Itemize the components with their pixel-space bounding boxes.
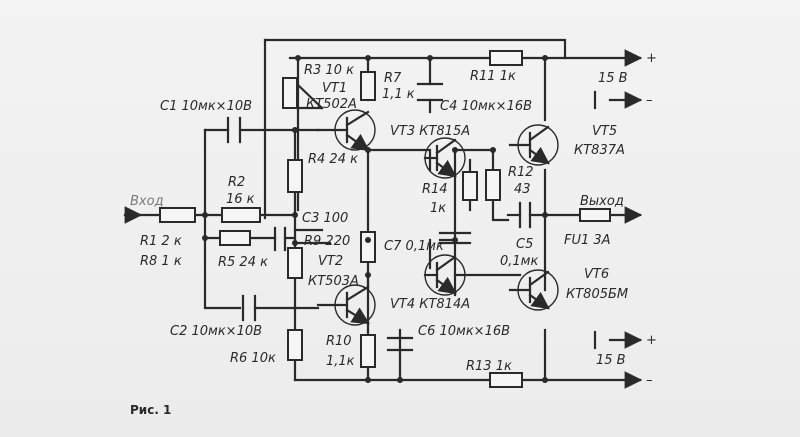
label-r2-val: 16 к: [226, 192, 255, 207]
transistor-vt2: [316, 284, 376, 326]
label-plus-bottom: +: [646, 333, 657, 348]
label-voltage-top: 15 В: [598, 71, 628, 86]
label-r12-val: 43: [514, 182, 531, 197]
label-vt6-name: VT6: [584, 267, 609, 282]
label-output: Выход: [580, 194, 624, 209]
resistor-c7-body: [360, 231, 376, 263]
capacitor-c5: [518, 201, 532, 229]
resistor-r12: [485, 169, 501, 201]
label-r4: R4 24 к: [308, 152, 358, 167]
transistor-vt6: [508, 269, 559, 311]
resistor-r8: [219, 230, 251, 246]
label-r5: R5 24 к: [218, 255, 268, 270]
label-vt5-name: VT5: [592, 124, 617, 139]
terminals: [123, 49, 643, 389]
label-r6: R6 10к: [230, 351, 276, 366]
figure-caption: Рис. 1: [130, 403, 171, 417]
capacitors: [226, 82, 532, 352]
capacitor-c6: [386, 336, 414, 352]
label-voltage-bottom: 15 В: [596, 353, 626, 368]
resistor-r6: [287, 329, 303, 361]
transistor-vt3: [423, 137, 466, 179]
label-c4: C4 10мк×16В: [440, 99, 532, 114]
label-vt5-type: КТ837А: [574, 143, 625, 158]
label-r3: R3 10 к: [304, 63, 354, 78]
label-c6: C6 10мк×16В: [418, 324, 510, 339]
label-c5-val: 0,1мк: [500, 254, 538, 269]
label-vt1-name: VT1: [322, 81, 347, 96]
capacitor-c1: [226, 116, 242, 144]
resistor-r7: [360, 71, 376, 101]
resistor-r14: [462, 171, 478, 201]
transistor-vt5: [508, 124, 559, 166]
label-r10-val: 1,1к: [326, 354, 355, 369]
label-c3: C3 100: [302, 211, 348, 226]
transistor-vt1: [316, 109, 376, 152]
label-vt6-type: КТ805БМ: [566, 287, 628, 302]
resistor-r13: [489, 372, 523, 388]
label-c2: C2 10мк×10В: [170, 324, 262, 339]
label-r8: R8 1 к: [140, 254, 182, 269]
label-plus-top: +: [646, 51, 657, 66]
label-r7-val: 1,1 к: [382, 87, 415, 102]
capacitor-c3: [273, 226, 287, 252]
transistors: [316, 109, 559, 326]
label-vt1-type: КТ502А: [306, 97, 357, 112]
resistor-r1: [159, 207, 196, 223]
resistor-r9: [287, 247, 303, 279]
resistor-r11: [489, 50, 523, 66]
junctions: [202, 55, 548, 383]
labels: R3 10 к VT1 КТ502А R7 1,1 к R11 1к C4 10…: [130, 51, 657, 417]
resistor-r4: [287, 159, 303, 193]
label-vt2-type: КТ503А: [308, 274, 359, 289]
label-r14-val: 1к: [430, 201, 446, 216]
resistor-r2: [221, 207, 261, 223]
label-input: Вход: [130, 194, 164, 209]
label-minus-bottom: –: [646, 373, 653, 388]
label-vt3: VT3 КТ815А: [390, 124, 470, 139]
label-r10: R10: [326, 334, 352, 349]
resistors: [159, 50, 611, 388]
label-r12-name: R12: [508, 165, 534, 180]
label-c1: C1 10мк×10В: [160, 99, 252, 114]
resistor-r3: [282, 77, 298, 109]
label-r9: R9 220: [304, 234, 350, 249]
label-c7: C7 0,1мк: [384, 239, 444, 254]
label-r1: R1 2 к: [140, 234, 182, 249]
resistor-r10: [360, 334, 376, 368]
label-fu1: FU1 3А: [564, 233, 611, 248]
label-r2-name: R2: [228, 175, 245, 190]
label-r14-name: R14: [422, 182, 448, 197]
fuse-fu1: [579, 208, 611, 222]
wires: [128, 38, 632, 382]
transistor-vt4: [423, 254, 466, 296]
label-vt4: VT4 КТ814А: [390, 297, 470, 312]
capacitor-c4: [416, 82, 444, 102]
label-vt2-name: VT2: [318, 254, 343, 269]
label-r7: R7: [384, 71, 402, 86]
label-r11: R11 1к: [470, 69, 516, 84]
capacitor-c2: [241, 294, 257, 322]
label-c5-name: C5: [516, 237, 533, 252]
label-r13: R13 1к: [466, 359, 512, 374]
label-minus-top: –: [646, 93, 653, 108]
